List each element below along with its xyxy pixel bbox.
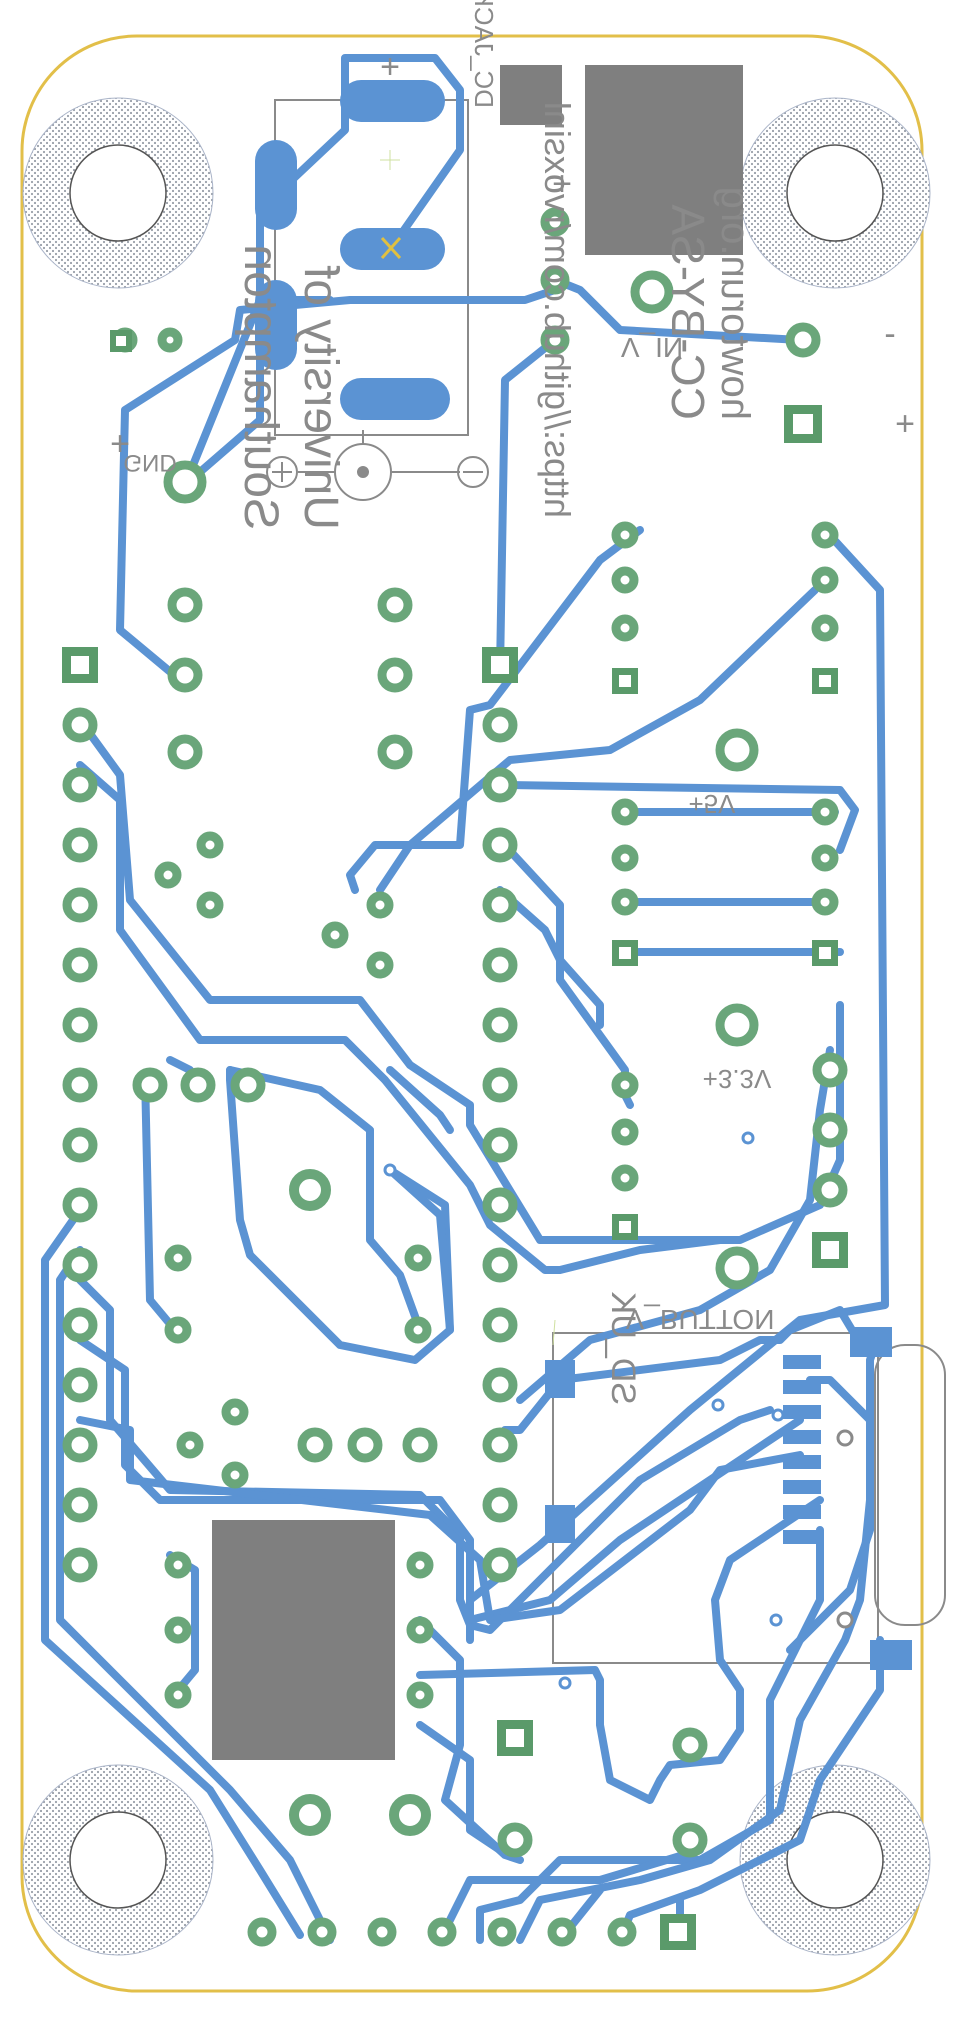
mount-hole-top-left	[22, 97, 214, 289]
label-plus-top: +	[380, 48, 400, 86]
microcontroller-component	[212, 1520, 395, 1760]
regulator-component	[585, 65, 743, 255]
label-5v: +5V	[689, 789, 737, 819]
label-southampton: Southampton	[234, 244, 287, 530]
board-outline	[20, 34, 924, 1993]
usb-connector-outline	[874, 1344, 946, 1626]
label-plus: +	[895, 405, 915, 443]
sd-card-outline	[552, 1332, 879, 1664]
dc-polarity-icon	[266, 430, 489, 501]
label-sd: SD_UK	[604, 1291, 642, 1405]
label-dc-jack: DC_JACK_A	[469, 0, 499, 108]
mount-hole-top-right	[739, 97, 931, 289]
dc-jack-pads	[255, 80, 912, 1670]
label-plus-jack: +	[552, 165, 572, 203]
dc-jack-marker-icon	[380, 236, 402, 260]
label-site: howtorun.org	[713, 187, 757, 420]
label-minus: -	[884, 315, 895, 353]
silk-text: University of Southampton DC_JACK_A GND …	[110, 0, 915, 1405]
label-button: V_BUTTON	[626, 1304, 775, 1335]
pads-octagon	[289, 1169, 431, 1836]
mount-hole-bottom-left	[22, 1764, 214, 1956]
mount-hole-bottom-right	[739, 1764, 931, 1956]
pads-round	[62, 207, 848, 1947]
copper-traces	[41, 54, 889, 1944]
vias	[383, 1131, 854, 1690]
label-university: University of	[294, 265, 347, 530]
label-github: https://github.com/rvoxsinl	[537, 102, 578, 518]
label-3v3: +3.3V	[703, 1064, 772, 1094]
label-plus-gnd: +	[110, 425, 130, 463]
small-component	[500, 65, 562, 125]
label-vin: V_IN	[621, 332, 683, 363]
label-cc-by-sa: CC-BY-SA	[662, 204, 714, 420]
label-gnd: GND	[123, 449, 176, 476]
